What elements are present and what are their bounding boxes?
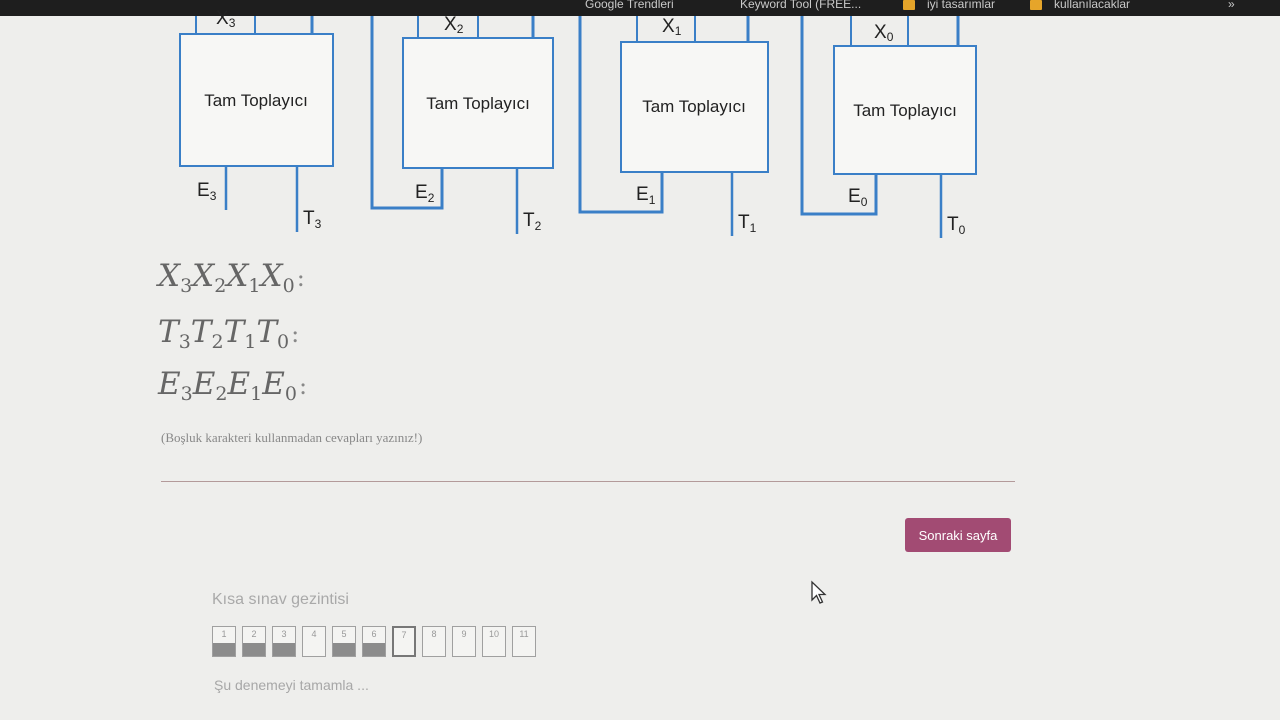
x3-label: X3 xyxy=(216,8,236,30)
adder-label-3: Tam Toplayıcı xyxy=(204,91,308,110)
e3-label: E3 xyxy=(197,180,217,203)
next-page-button[interactable]: Sonraki sayfa xyxy=(905,518,1011,552)
bookmark-kullanilacaklar[interactable]: kullanılacaklar xyxy=(1054,0,1131,11)
bookmarks-bar: Google Trendleri Keyword Tool (FREE... i… xyxy=(0,0,1280,16)
carry-wires xyxy=(310,16,960,216)
question-nav-9[interactable]: 9 xyxy=(452,626,476,657)
finish-attempt-link[interactable]: Şu denemeyi tamamla ... xyxy=(214,677,369,693)
e0-label: E0 xyxy=(848,186,868,209)
question-nav-7[interactable]: 7 xyxy=(392,626,416,657)
answer-input[interactable] xyxy=(161,455,1015,482)
question-nav-4[interactable]: 4 xyxy=(302,626,326,657)
question-nav-10[interactable]: 10 xyxy=(482,626,506,657)
carry-wire-2 xyxy=(370,16,444,210)
adder-box-0 xyxy=(833,45,977,175)
question-nav-1[interactable]: 1 xyxy=(212,626,236,657)
question-nav-6[interactable]: 6 xyxy=(362,626,386,657)
e1-label: E1 xyxy=(636,184,656,207)
quiz-navigation-title: Kısa sınav gezintisi xyxy=(212,591,349,608)
t3-label: T3 xyxy=(303,208,322,231)
t2-label: T2 xyxy=(523,210,542,233)
question-nav-5[interactable]: 5 xyxy=(332,626,356,657)
adder-label-0: Tam Toplayıcı xyxy=(853,101,957,120)
t0-label: T0 xyxy=(947,214,966,237)
carry-wire-1 xyxy=(578,16,664,214)
carry-wire-0 xyxy=(800,16,878,216)
adder-box-1 xyxy=(620,41,769,173)
question-nav-11[interactable]: 11 xyxy=(512,626,536,657)
bookmark-google-trends[interactable]: Google Trendleri xyxy=(585,0,674,11)
mouse-cursor-icon xyxy=(811,580,827,604)
adder-label-1: Tam Toplayıcı xyxy=(642,97,746,116)
equation-x: X3X2X1X0: xyxy=(158,258,305,297)
adder-box-3 xyxy=(179,33,334,167)
full-adder-diagram: Tam Toplayıcı Tam Toplayıcı Tam Toplayıc… xyxy=(0,0,1280,250)
instruction-hint: (Boşluk karakteri kullanmadan cevapları … xyxy=(161,430,423,445)
bookmark-iyi-tasarimlar[interactable]: iyi tasarımlar xyxy=(927,0,996,11)
adder-box-2 xyxy=(402,37,554,169)
quiz-navigation: 1 2 3 4 5 6 7 8 9 10 11 xyxy=(212,626,536,657)
e2-label: E2 xyxy=(415,182,435,205)
t1-label: T1 xyxy=(738,212,757,235)
x1-label: X1 xyxy=(662,16,682,38)
bookmark-keyword-tool[interactable]: Keyword Tool (FREE... xyxy=(740,0,862,11)
adder-label-2: Tam Toplayıcı xyxy=(426,94,530,113)
folder-icon xyxy=(1030,0,1042,10)
full-adder-svg: Tam Toplayıcı Tam Toplayıcı Tam Toplayıc… xyxy=(179,8,977,238)
question-nav-8[interactable]: 8 xyxy=(422,626,446,657)
question-nav-3[interactable]: 3 xyxy=(272,626,296,657)
x0-label: X0 xyxy=(874,22,894,44)
x2-label: X2 xyxy=(444,14,464,36)
more-bookmarks-icon[interactable]: » xyxy=(1228,0,1235,11)
folder-icon xyxy=(903,0,915,10)
question-nav-2[interactable]: 2 xyxy=(242,626,266,657)
equation-e: E3E2E1E0: xyxy=(158,366,308,405)
equation-t: T3T2T1T0: xyxy=(158,314,300,353)
